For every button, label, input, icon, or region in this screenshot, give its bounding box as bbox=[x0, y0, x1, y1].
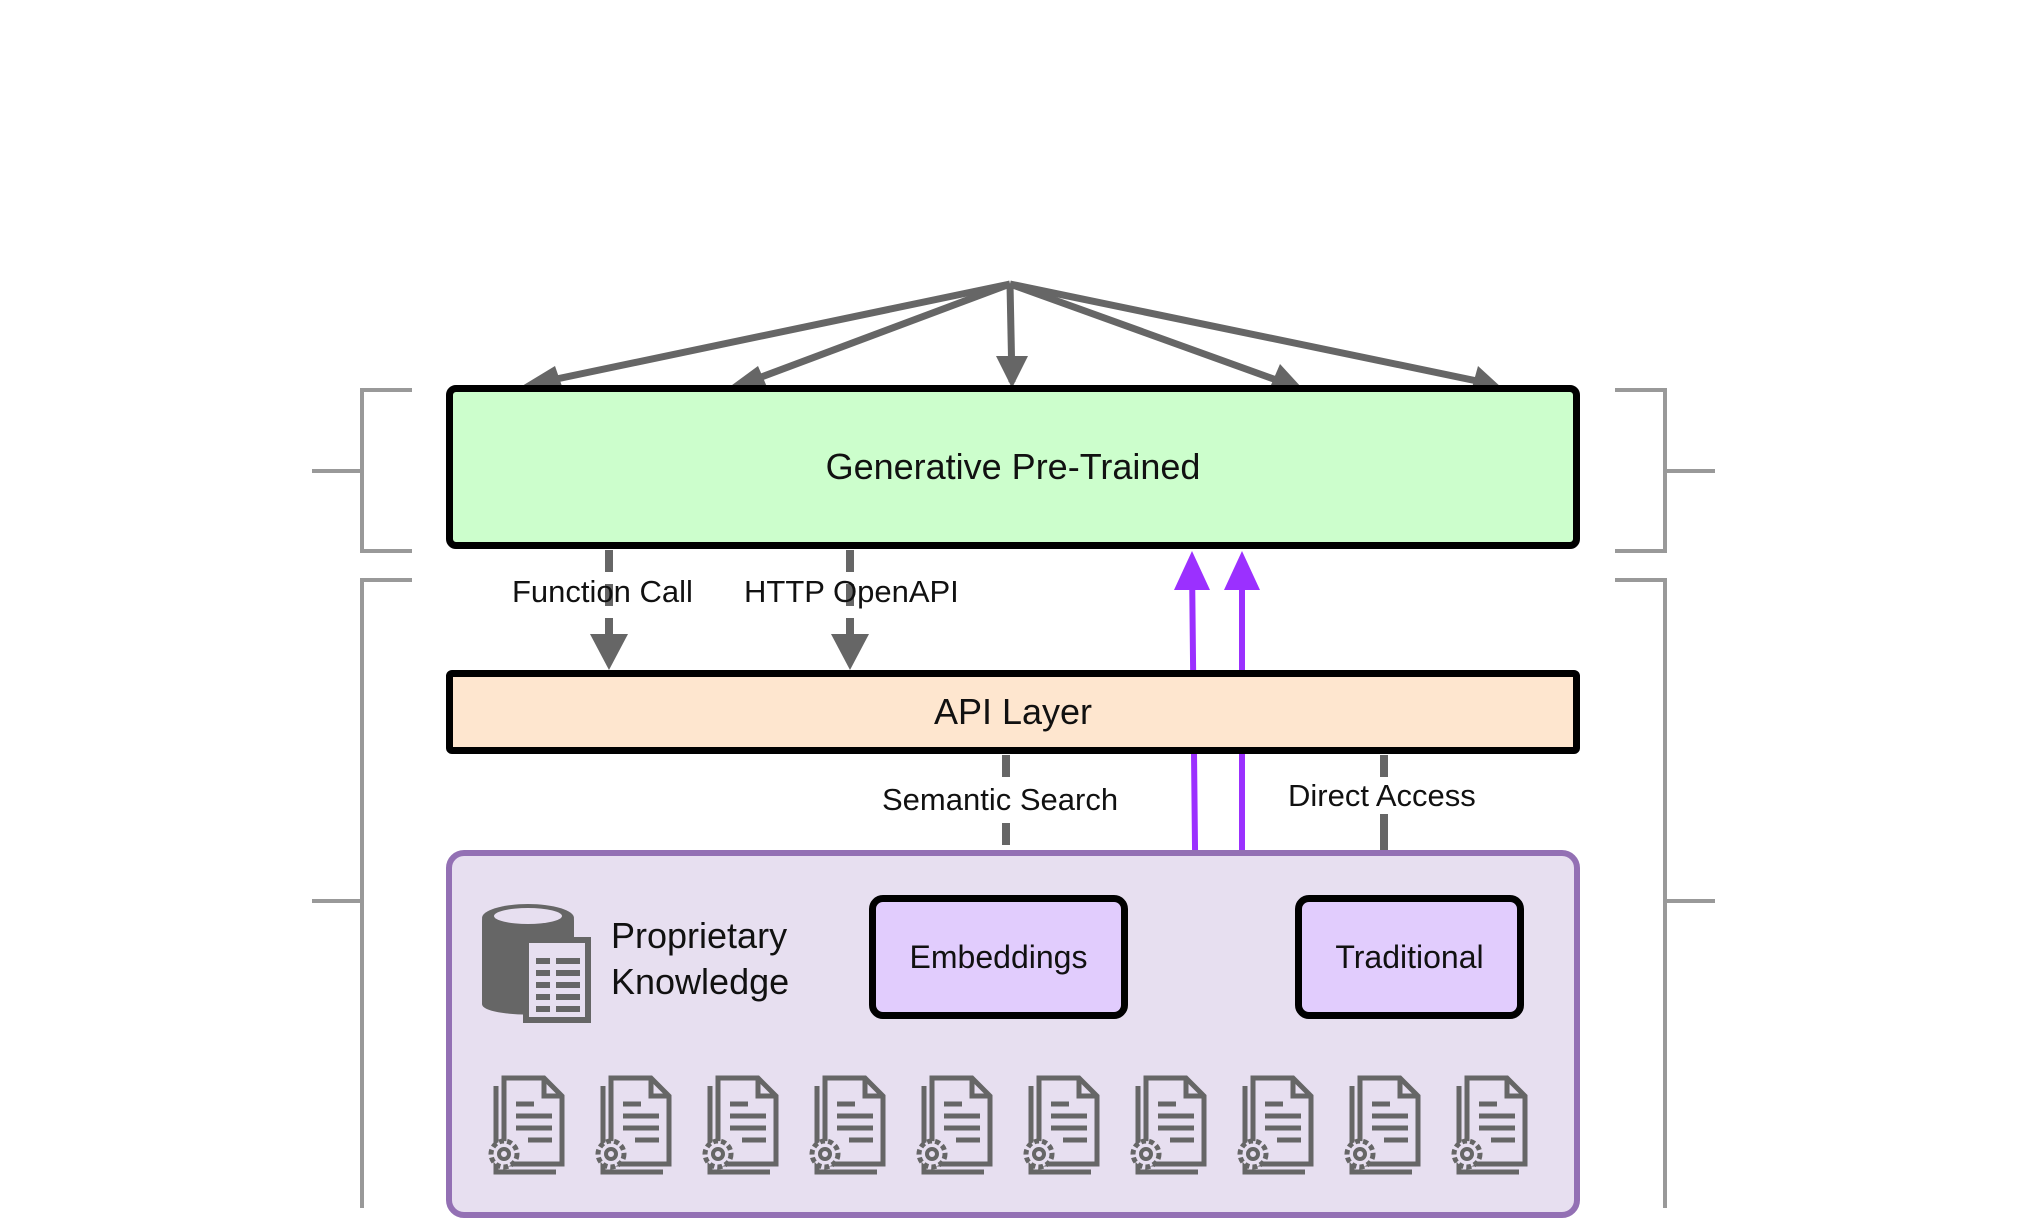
document-gear-icon bbox=[1451, 1075, 1528, 1175]
bracket-right-top bbox=[1615, 388, 1715, 553]
bracket-left-top bbox=[312, 388, 412, 553]
http-openapi-label: HTTP OpenAPI bbox=[744, 574, 959, 609]
pk-title-line1: Proprietary bbox=[611, 915, 788, 956]
document-gear-icon bbox=[916, 1075, 993, 1175]
document-gear-icon bbox=[809, 1075, 886, 1175]
pk-title-line2: Knowledge bbox=[611, 961, 790, 1002]
function-call-label: Function Call bbox=[512, 574, 693, 609]
gpt-to-api-arrowheads bbox=[590, 634, 869, 670]
api-layer-box: API Layer bbox=[446, 670, 1580, 754]
fan-arrow-5 bbox=[1009, 280, 1483, 386]
traditional-box: Traditional bbox=[1295, 895, 1524, 1019]
documents-row bbox=[486, 1072, 1566, 1182]
gpt-label: Generative Pre-Trained bbox=[825, 446, 1201, 487]
return-path-arrowheads bbox=[1174, 551, 1260, 590]
traditional-label: Traditional bbox=[1335, 938, 1484, 975]
fan-arrow-4 bbox=[1008, 280, 1284, 386]
direct-access-label: Direct Access bbox=[1284, 778, 1480, 814]
embeddings-box: Embeddings bbox=[869, 895, 1128, 1019]
proprietary-knowledge-title: Proprietary Knowledge bbox=[611, 913, 789, 1005]
gpt-box: Generative Pre-Trained bbox=[446, 385, 1580, 549]
api-label: API Layer bbox=[933, 691, 1093, 732]
document-gear-icon bbox=[488, 1075, 565, 1175]
embeddings-label: Embeddings bbox=[909, 938, 1088, 975]
bracket-right-bottom bbox=[1615, 578, 1715, 1208]
document-gear-icon bbox=[1130, 1075, 1207, 1175]
document-gear-icon bbox=[702, 1075, 779, 1175]
document-gear-icon bbox=[1237, 1075, 1314, 1175]
semantic-search-label: Semantic Search bbox=[878, 782, 1123, 818]
document-gear-icon bbox=[595, 1075, 672, 1175]
database-document-icon bbox=[482, 904, 591, 1023]
gpt-to-api-arrows bbox=[605, 550, 854, 648]
document-gear-icon bbox=[1344, 1075, 1421, 1175]
fan-arrow-1 bbox=[541, 280, 1011, 386]
fan-arrow-2 bbox=[746, 280, 1012, 386]
document-gear-icon bbox=[1023, 1075, 1100, 1175]
bracket-left-bottom bbox=[312, 578, 412, 1208]
